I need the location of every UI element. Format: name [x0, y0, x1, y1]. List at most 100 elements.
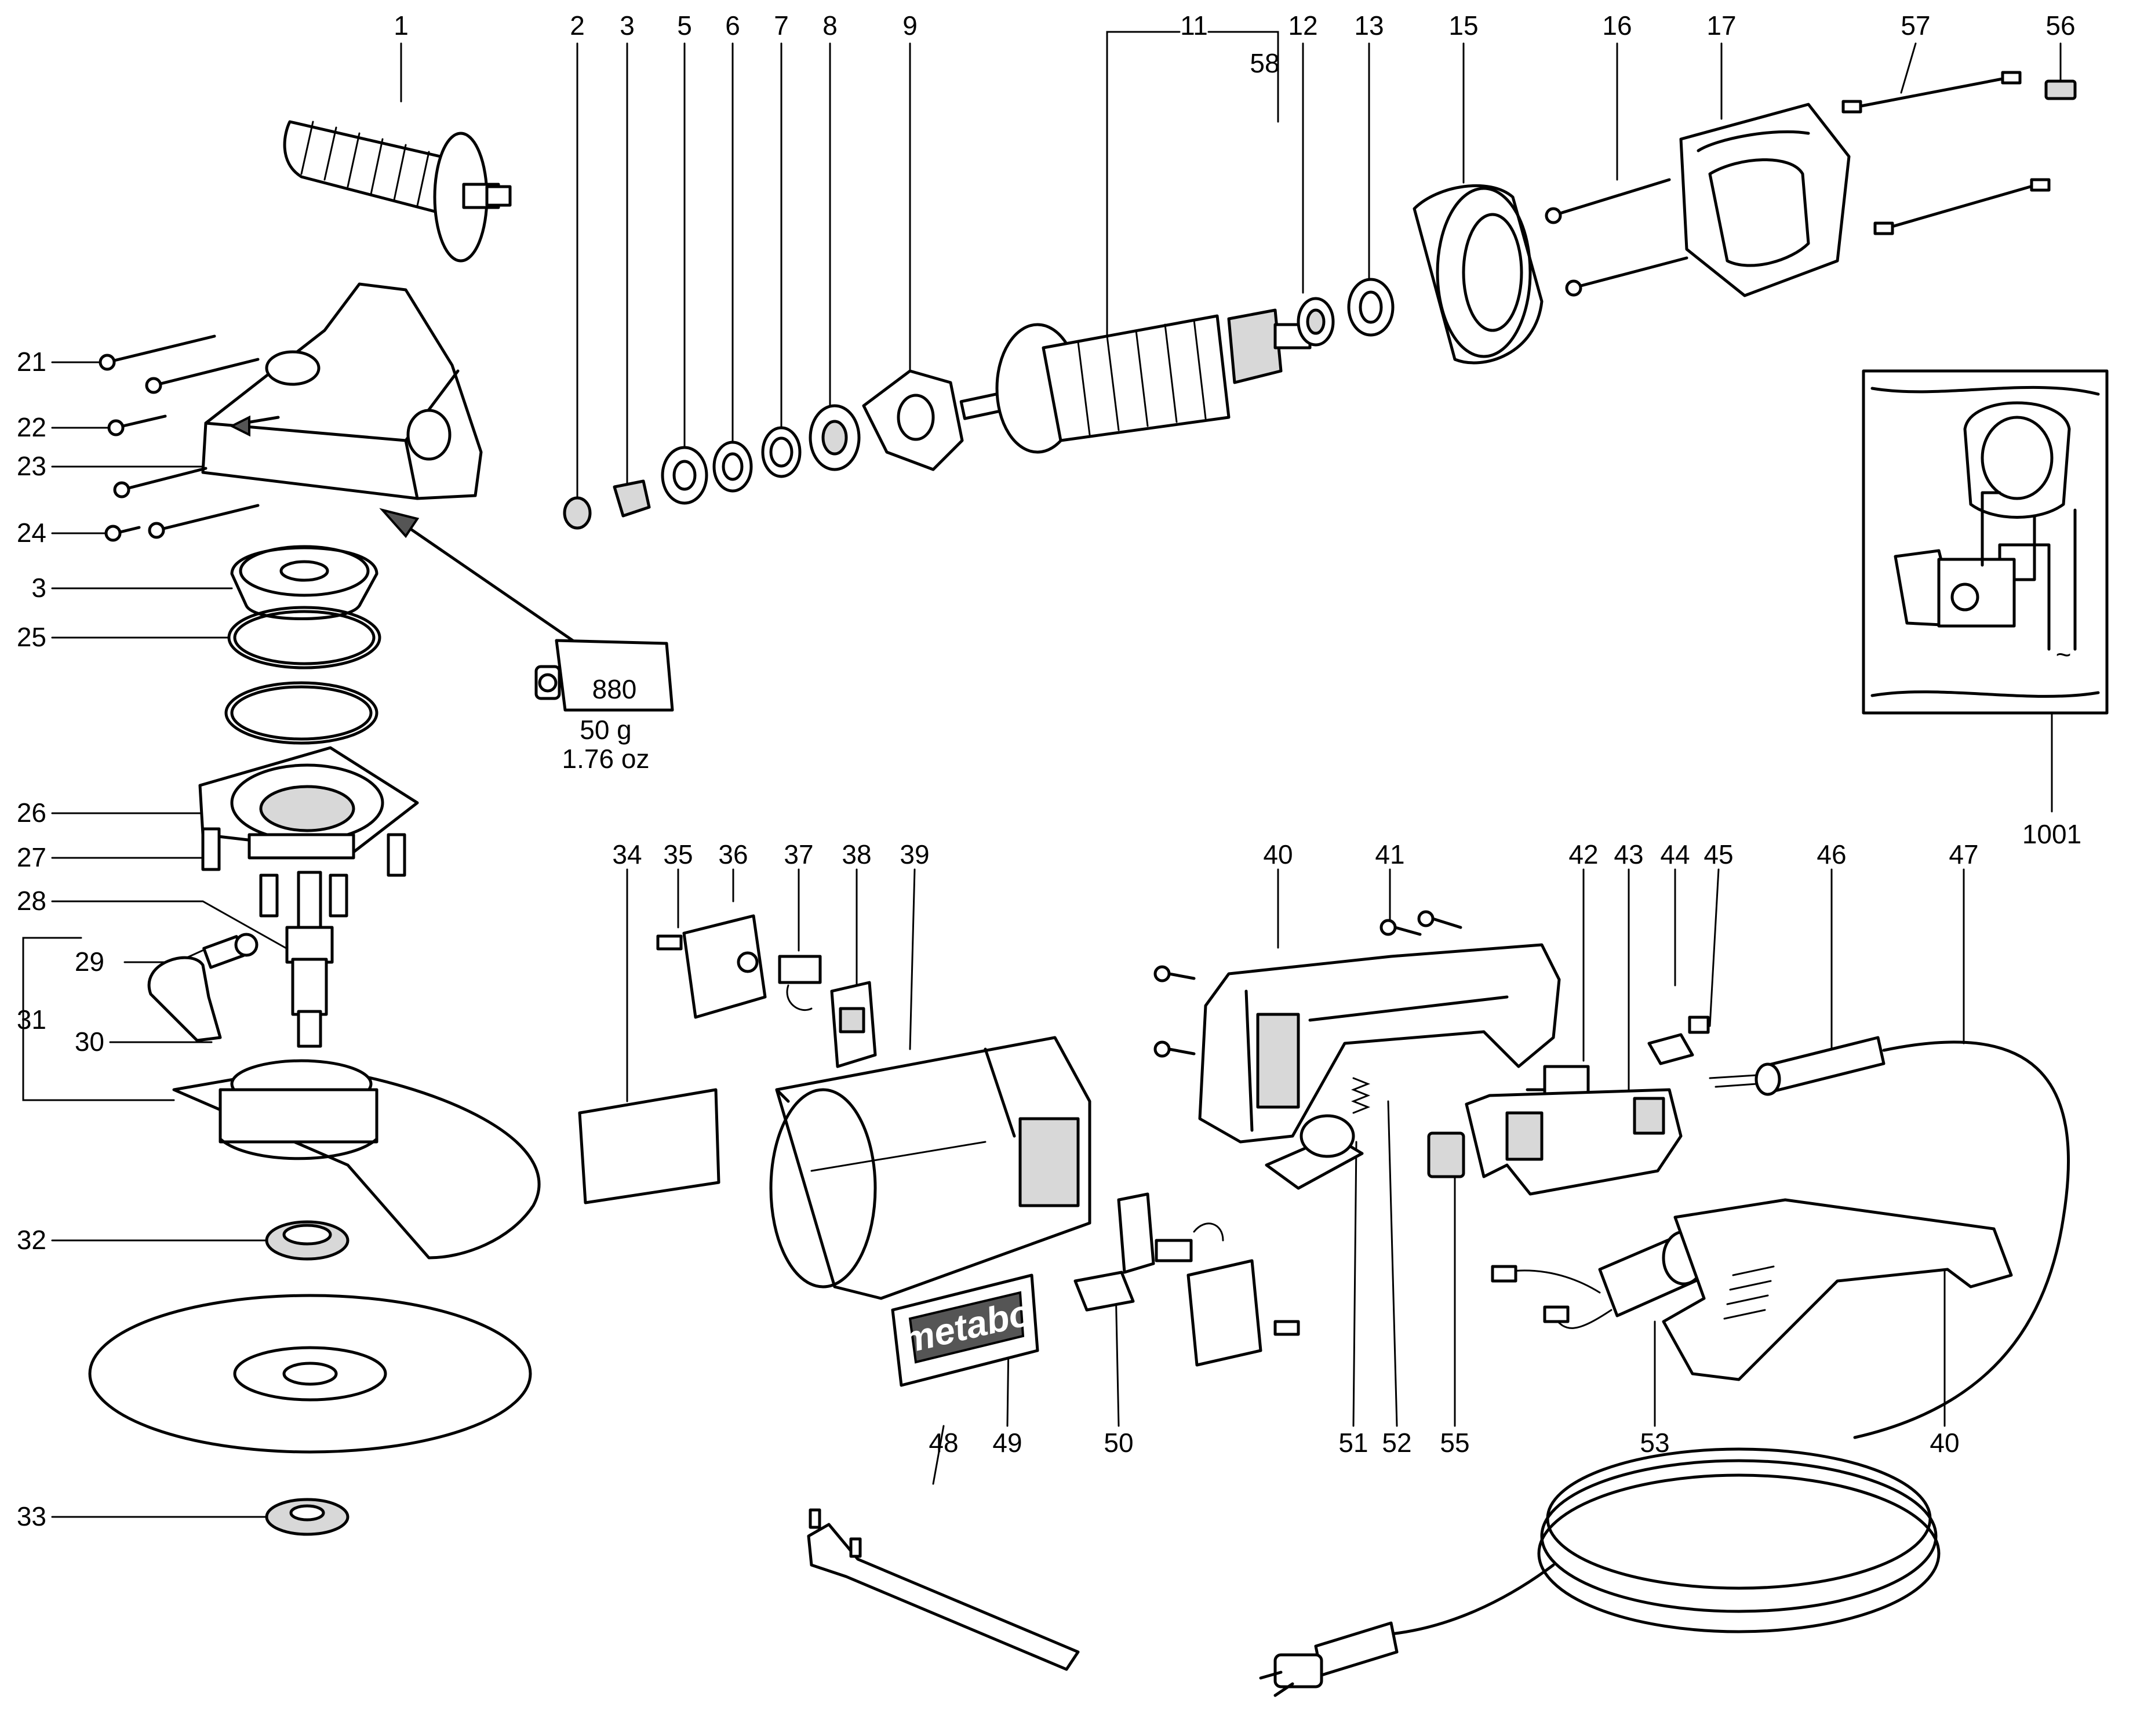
label-part-12: 12 [1288, 10, 1317, 41]
label-part-42: 42 [1568, 839, 1598, 869]
switch-lever-part [1265, 1077, 1371, 1190]
grinding-disc-part [88, 1294, 532, 1454]
label-part-33: 33 [17, 1501, 46, 1531]
label-part-1001: 1001 [2022, 819, 2081, 849]
label-part-37: 37 [784, 839, 813, 869]
label-part-28: 28 [17, 886, 46, 916]
grease-tube-part: 880 [379, 508, 674, 712]
label-part-23: 23 [17, 451, 46, 481]
label-part-36: 36 [718, 839, 748, 869]
support-flange-part [265, 1220, 350, 1261]
label-part-39: 39 [900, 839, 929, 869]
label-part-11: 11 [1180, 10, 1208, 41]
side-handle-part [283, 120, 512, 263]
motor-housing-part [769, 1036, 1091, 1300]
armature-part [959, 308, 1312, 454]
label-part-3-left: 3 [31, 573, 46, 603]
grease-weight-ounces: 1.76 oz [562, 744, 650, 774]
label-part-47: 47 [1949, 839, 1978, 869]
label-part-16: 16 [1602, 10, 1632, 41]
brand-plate-part: metabo [891, 1273, 1039, 1387]
label-part-3: 3 [620, 10, 635, 41]
label-part-57: 57 [1901, 10, 1930, 41]
capacitor-part [1491, 1230, 1706, 1329]
label-part-53: 53 [1640, 1428, 1669, 1458]
rating-sticker-part [1073, 1271, 1135, 1312]
label-part-55: 55 [1440, 1428, 1469, 1458]
wiring-diagram-inset: ~ [1862, 369, 2109, 715]
label-part-43: 43 [1614, 839, 1643, 869]
brush-cover-part [656, 914, 767, 1019]
label-part-30: 30 [75, 1027, 104, 1057]
label-part-48: 48 [929, 1428, 958, 1458]
label-part-9: 9 [902, 10, 918, 41]
carbon-brush-part [778, 955, 822, 1011]
wheel-guard-part [172, 1059, 541, 1260]
label-part-26: 26 [17, 798, 46, 828]
label-part-38: 38 [842, 839, 871, 869]
label-part-45: 45 [1704, 839, 1733, 869]
guard-clamp-part [147, 933, 259, 1042]
part-number-labels: 1 2 3 5 6 7 8 9 11 12 13 15 16 17 57 56 … [17, 10, 2081, 1531]
brush-holder-part [830, 981, 877, 1068]
lower-brush-holder-part [1117, 1192, 1300, 1367]
armature-bearings-part [1297, 278, 1395, 347]
handle-housing-upper-part [1198, 943, 1561, 1144]
power-cord-part [1259, 1036, 2070, 1697]
pin-spanner-part [807, 1508, 1080, 1671]
armature-shaft-small-parts [563, 369, 964, 530]
label-part-13: 13 [1354, 10, 1384, 41]
grease-code-label: 880 [592, 674, 637, 704]
handle-housing-lower-part [1662, 1198, 2013, 1381]
label-part-34: 34 [612, 839, 642, 869]
label-part-25: 25 [17, 622, 46, 652]
label-part-7: 7 [774, 10, 789, 41]
label-part-49: 49 [992, 1428, 1022, 1458]
label-part-15: 15 [1448, 10, 1478, 41]
label-part-17: 17 [1706, 10, 1736, 41]
field-screws-part [1545, 178, 1688, 297]
label-part-5: 5 [677, 10, 692, 41]
label-part-44: 44 [1660, 839, 1690, 869]
flange-screws-part [201, 827, 406, 918]
label-part-50: 50 [1104, 1428, 1133, 1458]
field-coil-part [1679, 103, 1851, 297]
switch-slider-part [1427, 1131, 1465, 1178]
spindle-part [285, 871, 334, 1048]
label-part-24: 24 [17, 518, 46, 548]
label-part-6: 6 [725, 10, 740, 41]
label-part-41: 41 [1375, 839, 1404, 869]
label-part-35: 35 [663, 839, 693, 869]
label-part-21: 21 [17, 347, 46, 377]
o-ring-parts [224, 606, 381, 745]
bevel-gear-part [230, 545, 378, 620]
label-part-40-lower: 40 [1930, 1428, 1959, 1458]
label-part-46: 46 [1817, 839, 1846, 869]
label-part-51: 51 [1338, 1428, 1368, 1458]
clamping-nut-part [265, 1498, 350, 1536]
bearing-flange-part [198, 746, 419, 860]
handle-screws-part [1153, 910, 1462, 1058]
ac-symbol: ~ [2056, 639, 2072, 669]
cable-clamp-part [1647, 1016, 1710, 1065]
label-part-8: 8 [822, 10, 838, 41]
label-part-29: 29 [75, 947, 104, 977]
grease-weight-grams: 50 g [580, 715, 632, 745]
housing-screws-part [99, 334, 260, 542]
gear-head-housing-part [201, 282, 483, 500]
leader-lines [22, 31, 2062, 1518]
label-plate-part [578, 1088, 720, 1204]
switch-assembly-part [1465, 1065, 1683, 1196]
label-part-27: 27 [17, 842, 46, 872]
label-part-2: 2 [570, 10, 585, 41]
connecting-wires-part [1841, 71, 2077, 235]
label-part-52: 52 [1382, 1428, 1411, 1458]
air-guide-ring-part [1413, 184, 1544, 365]
label-part-56: 56 [2045, 10, 2075, 41]
label-part-32: 32 [17, 1225, 46, 1255]
label-part-22: 22 [17, 412, 46, 442]
label-part-40: 40 [1263, 839, 1293, 869]
label-part-31: 31 [17, 1005, 46, 1035]
label-part-58: 58 [1250, 48, 1279, 78]
